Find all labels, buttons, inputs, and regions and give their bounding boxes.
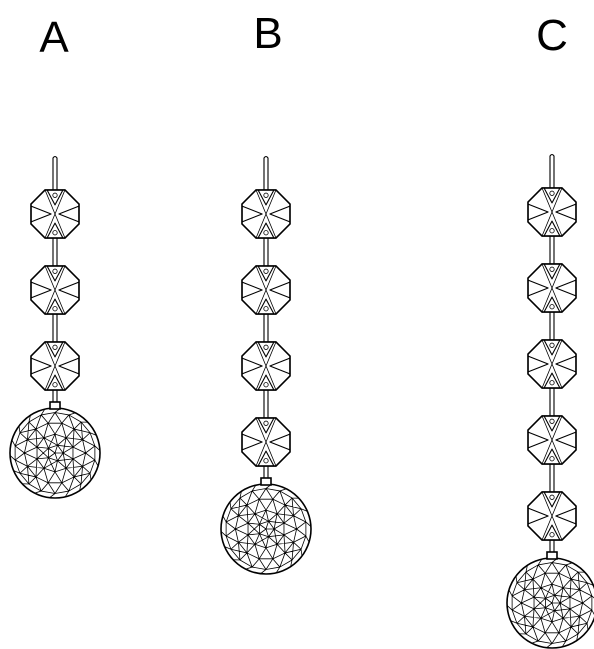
- faceted-sphere: [9, 401, 101, 499]
- octagon-bead: [30, 189, 80, 239]
- octagon-bead: [527, 415, 577, 465]
- faceted-sphere: [220, 477, 312, 575]
- chain-label-a: A: [39, 13, 69, 62]
- octagon-bead: [527, 339, 577, 389]
- octagon-bead: [30, 341, 80, 391]
- octagon-bead: [241, 417, 291, 467]
- chain-a: [9, 155, 101, 499]
- octagon-bead: [30, 265, 80, 315]
- octagon-bead: [527, 187, 577, 237]
- chain-c: [506, 153, 594, 649]
- octagon-bead: [527, 491, 577, 541]
- octagon-bead: [241, 189, 291, 239]
- chain-label-b: B: [253, 9, 282, 58]
- octagon-bead: [527, 263, 577, 313]
- chain-label-c: C: [536, 11, 568, 60]
- octagon-bead: [241, 265, 291, 315]
- chain-b: [220, 155, 312, 575]
- octagon-bead: [241, 341, 291, 391]
- faceted-sphere: [506, 551, 594, 649]
